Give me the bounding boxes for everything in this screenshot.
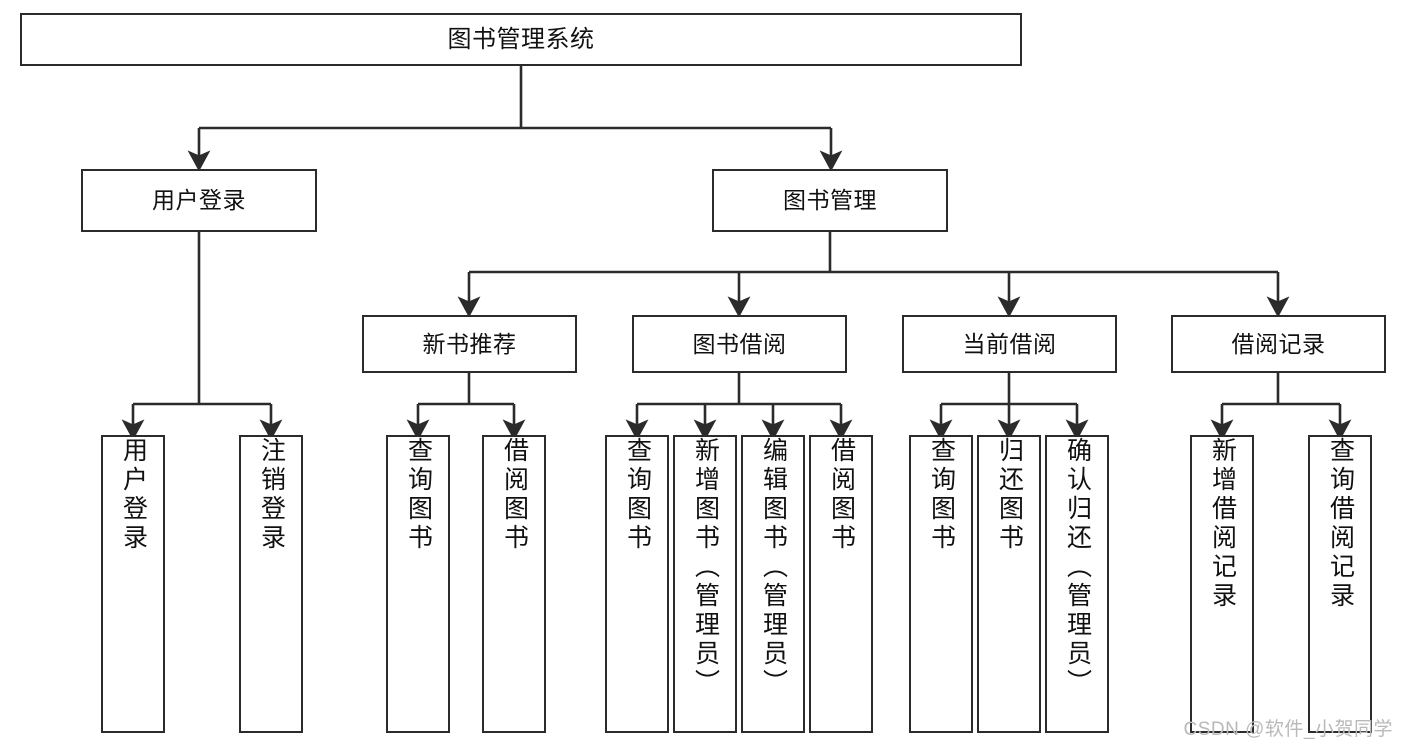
node-label: 用户登录	[152, 187, 246, 214]
node-label: 查询借阅记录	[1326, 437, 1355, 611]
node-label: 用户登录	[119, 437, 148, 553]
node-borrowing-records[interactable]: 借阅记录	[1171, 315, 1386, 373]
leaf-query-book-borrow[interactable]: 查询图书	[605, 435, 669, 733]
node-label: 新增借阅记录	[1208, 437, 1237, 611]
leaf-edit-book-admin[interactable]: 编辑图书（管理员）	[741, 435, 805, 733]
node-new-book-recommendation[interactable]: 新书推荐	[362, 315, 577, 373]
leaf-query-book-current[interactable]: 查询图书	[909, 435, 973, 733]
node-label: 编辑图书（管理员）	[759, 437, 788, 698]
node-label: 确认归还（管理员）	[1063, 437, 1092, 698]
node-book-borrowing[interactable]: 图书借阅	[632, 315, 847, 373]
node-label: 图书管理系统	[447, 25, 595, 53]
node-label: 借阅图书	[500, 437, 529, 553]
leaf-query-book-newbook[interactable]: 查询图书	[386, 435, 450, 733]
leaf-borrow-book-newbook[interactable]: 借阅图书	[482, 435, 546, 733]
node-label: 新书推荐	[422, 330, 517, 357]
leaf-confirm-return-admin[interactable]: 确认归还（管理员）	[1045, 435, 1109, 733]
node-label: 归还图书	[995, 437, 1024, 553]
node-user-login[interactable]: 用户登录	[81, 169, 317, 232]
node-label: 新增图书（管理员）	[691, 437, 720, 698]
node-label: 图书管理	[783, 187, 877, 214]
leaf-borrow-book[interactable]: 借阅图书	[809, 435, 873, 733]
node-label: 图书借阅	[692, 330, 787, 357]
leaf-return-book[interactable]: 归还图书	[977, 435, 1041, 733]
leaf-add-borrow-record[interactable]: 新增借阅记录	[1190, 435, 1254, 733]
node-label: 查询图书	[623, 437, 652, 553]
leaf-user-login[interactable]: 用户登录	[101, 435, 165, 733]
leaf-logout[interactable]: 注销登录	[239, 435, 303, 733]
leaf-add-book-admin[interactable]: 新增图书（管理员）	[673, 435, 737, 733]
node-label: 借阅图书	[827, 437, 856, 553]
node-label: 借阅记录	[1231, 330, 1326, 357]
node-root-book-management-system[interactable]: 图书管理系统	[20, 13, 1022, 66]
node-current-borrowing[interactable]: 当前借阅	[902, 315, 1117, 373]
node-book-management[interactable]: 图书管理	[712, 169, 948, 232]
node-label: 查询图书	[927, 437, 956, 553]
node-label: 当前借阅	[962, 330, 1057, 357]
leaf-query-borrow-record[interactable]: 查询借阅记录	[1308, 435, 1372, 733]
node-label: 注销登录	[257, 437, 286, 553]
watermark-text: CSDN @软件_小贺同学	[1183, 719, 1393, 740]
node-label: 查询图书	[404, 437, 433, 553]
